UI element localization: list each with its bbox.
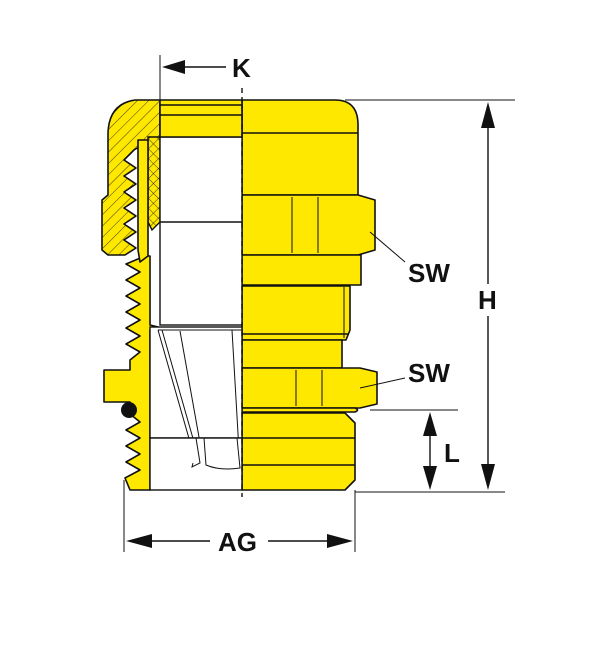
- gland-exterior-half: [241, 99, 378, 491]
- h-label: H: [478, 285, 497, 315]
- k-label: K: [232, 53, 251, 83]
- body-section: [241, 285, 351, 341]
- upper-band: [241, 254, 362, 286]
- l-dimension: L: [370, 409, 460, 490]
- ag-dimension: AG: [123, 480, 356, 557]
- gland-body-section: [103, 255, 159, 491]
- bottom-thread-section: [241, 412, 356, 491]
- sw-lower-leader: [359, 377, 406, 389]
- cable-bore: [159, 136, 243, 326]
- upper-hex-nut: [241, 194, 376, 256]
- lower-hex: [241, 367, 378, 409]
- k-dimension: K: [159, 53, 251, 100]
- flange: [241, 407, 359, 413]
- gland-section-half: [101, 99, 243, 491]
- lower-band: [241, 339, 343, 369]
- ag-label: AG: [218, 527, 257, 557]
- l-label: L: [444, 438, 460, 468]
- h-dimension: H: [345, 99, 515, 493]
- cap-nut-section: [101, 99, 161, 256]
- o-ring: [121, 402, 137, 418]
- sw-upper-leader: [369, 231, 406, 263]
- cap-nut-dome: [241, 99, 359, 196]
- seal-insert: [147, 136, 161, 232]
- sw-lower-label: SW: [408, 358, 450, 388]
- sw-upper-label: SW: [408, 258, 450, 288]
- bottom-bore: [149, 437, 243, 491]
